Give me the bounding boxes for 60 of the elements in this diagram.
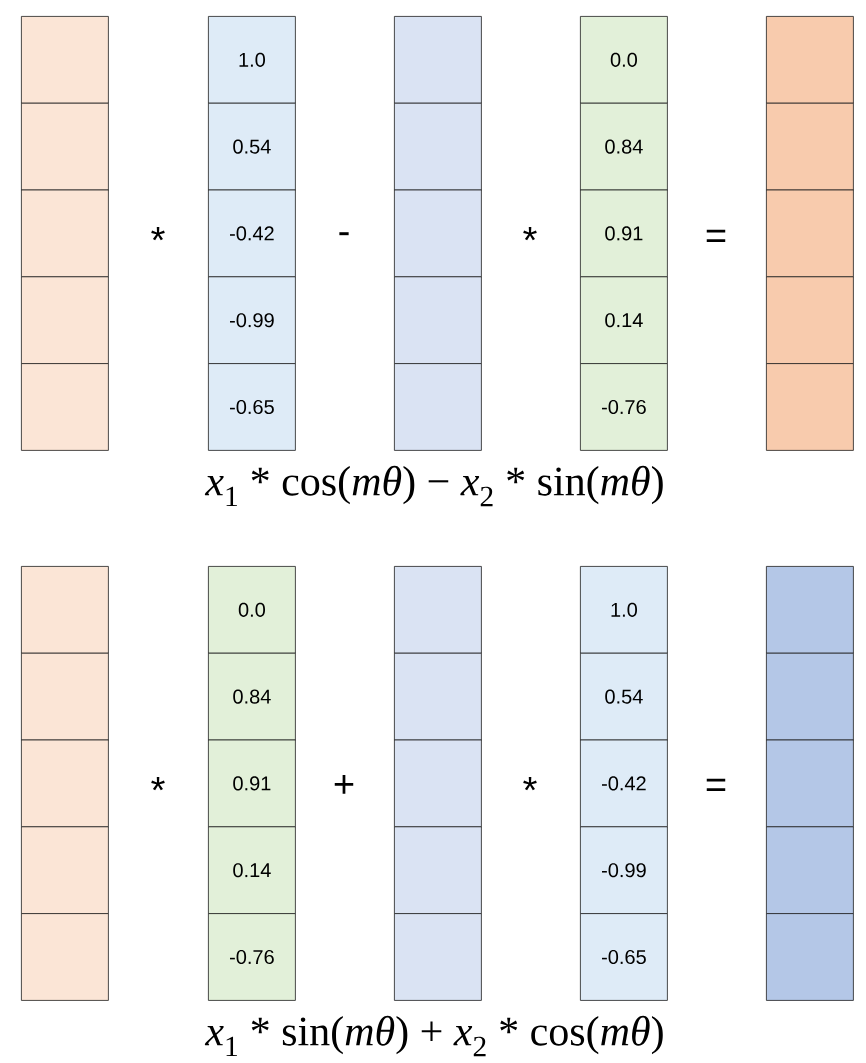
value-cell: 1.0 [208,16,296,104]
value-cell: 0.0 [208,566,296,654]
vector-cell [21,739,109,828]
value-cell: 0.54 [580,652,668,741]
equals-sign: = [706,778,726,791]
multiply-sign: * [151,226,165,241]
value-cell: 1.0 [580,566,668,654]
value-cell: -0.65 [208,363,296,451]
vector-cell [394,652,482,741]
vector-cell [394,276,482,364]
vector-cell [766,363,854,451]
value-cell: 0.0 [580,16,668,104]
value-cell: -0.76 [580,363,668,451]
vector-cell [21,363,109,451]
value-cell: -0.76 [208,913,296,1001]
plus-sign: + [334,775,354,794]
vector-cell [21,913,109,1001]
vector-cell [766,652,854,741]
formula: x$_{1}$ * cos(mθ) − x$_{2}$ * sin(mθ) [204,465,663,507]
vector-cell [766,189,854,278]
vector-cell [766,913,854,1001]
vector-cell [766,102,854,191]
value-cell: 0.84 [208,652,296,741]
vector-cell [766,739,854,828]
value-cell: -0.42 [580,739,668,828]
value-cell: -0.99 [208,276,296,364]
vector-cell [394,102,482,191]
vector-cell [766,826,854,914]
vector-cell [21,276,109,364]
vector-cell [766,566,854,654]
vector-cell [394,913,482,1001]
value-cell: -0.65 [580,913,668,1001]
vector-cell [21,652,109,741]
value-cell: 0.84 [580,102,668,191]
value-cell: -0.99 [580,826,668,914]
equals-sign: = [706,229,726,242]
multiply-sign: * [523,226,537,241]
value-cell: -0.42 [208,189,296,278]
vector-cell [394,826,482,914]
formula: x$_{1}$ * sin(mθ) + x$_{2}$ * cos(mθ) [204,1015,663,1057]
vector-cell [394,189,482,278]
vector-cell [21,189,109,278]
multiply-sign: * [151,776,165,791]
vector-cell [21,102,109,191]
vector-cell [766,16,854,104]
vector-cell [394,363,482,451]
value-cell: 0.14 [208,826,296,914]
vector-cell [21,826,109,914]
value-cell: 0.91 [580,189,668,278]
vector-cell [394,566,482,654]
value-cell: 0.14 [580,276,668,364]
value-cell: 0.54 [208,102,296,191]
multiply-sign: * [523,776,537,791]
vector-cell [21,566,109,654]
minus-sign: - [339,232,349,236]
vector-cell [394,16,482,104]
value-cell: 0.91 [208,739,296,828]
vector-cell [394,739,482,828]
vector-cell [766,276,854,364]
vector-cell [21,16,109,104]
